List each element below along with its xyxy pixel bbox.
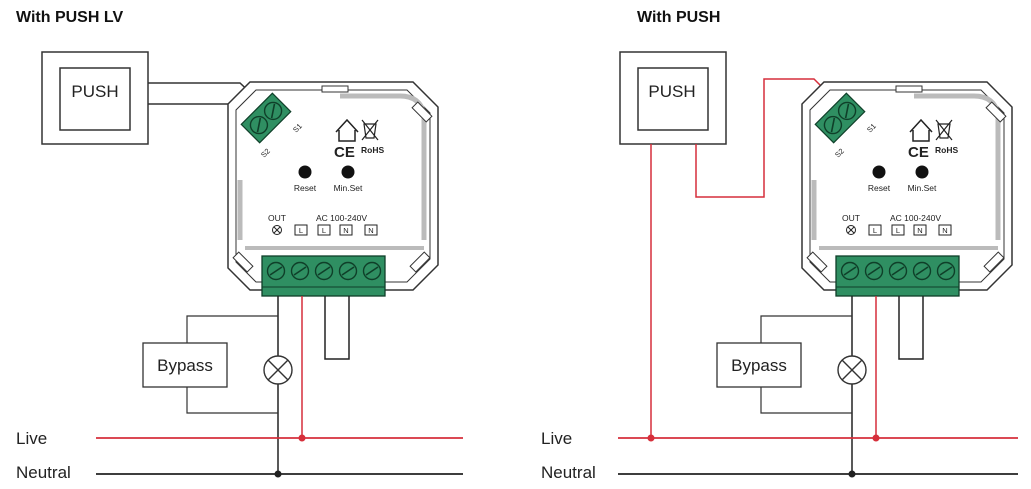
diagram-push-lv: With PUSH LV PUSH bbox=[16, 9, 463, 482]
lamp-symbol bbox=[837, 355, 867, 385]
terminal-label-l1: L bbox=[873, 226, 877, 235]
rohs-label: RoHS bbox=[361, 145, 384, 155]
bypass-box: Bypass bbox=[716, 342, 802, 388]
terminal-label-n1: N bbox=[917, 226, 922, 235]
diagram-push: With PUSH PUSH S1 S2 bbox=[541, 9, 1018, 482]
main-terminal-block bbox=[835, 255, 960, 297]
minset-label: Min.Set bbox=[908, 183, 937, 193]
weee-bin-icon bbox=[935, 119, 953, 141]
weee-bin-icon bbox=[361, 119, 379, 141]
ac-voltage-label: AC 100-240V bbox=[890, 213, 941, 223]
push-label: PUSH bbox=[71, 82, 118, 101]
terminal-label-n2: N bbox=[368, 226, 373, 235]
terminal-label-n1: N bbox=[343, 226, 348, 235]
reset-button[interactable] bbox=[872, 165, 886, 179]
neutral-loop-wire bbox=[324, 296, 350, 360]
push-switch: PUSH bbox=[619, 51, 727, 145]
bypass-label: Bypass bbox=[157, 356, 213, 375]
ac-voltage-label: AC 100-240V bbox=[316, 213, 367, 223]
main-terminal-block bbox=[261, 255, 386, 297]
neutral-label: Neutral bbox=[541, 463, 596, 482]
terminal-label-l2: L bbox=[322, 226, 326, 235]
reset-label: Reset bbox=[868, 183, 891, 193]
bypass-box: Bypass bbox=[142, 342, 228, 388]
indoor-use-icon bbox=[909, 118, 933, 142]
live-label: Live bbox=[541, 429, 572, 448]
s1-s2-terminal bbox=[240, 92, 292, 144]
minset-button[interactable] bbox=[341, 165, 355, 179]
out-lamp-symbol bbox=[846, 225, 856, 235]
minset-button[interactable] bbox=[915, 165, 929, 179]
reset-button[interactable] bbox=[298, 165, 312, 179]
minset-label: Min.Set bbox=[334, 183, 363, 193]
ce-mark: CE bbox=[334, 144, 355, 161]
s1-s2-terminal bbox=[814, 92, 866, 144]
out-lamp-symbol bbox=[272, 225, 282, 235]
terminal-label-n2: N bbox=[942, 226, 947, 235]
dimmer-module: S1 S2 CE RoHS Reset Min.Set OUT AC 100-2… bbox=[227, 81, 439, 297]
out-label: OUT bbox=[268, 213, 286, 223]
diagram-title: With PUSH LV bbox=[16, 9, 123, 26]
push-signal-wire bbox=[695, 78, 834, 198]
ce-mark: CE bbox=[908, 144, 929, 161]
out-label: OUT bbox=[842, 213, 860, 223]
terminal-label-l1: L bbox=[299, 226, 303, 235]
push-label: PUSH bbox=[648, 82, 695, 101]
diagram-title: With PUSH bbox=[637, 9, 720, 26]
neutral-loop-wire bbox=[898, 296, 924, 360]
push-switch: PUSH bbox=[41, 51, 149, 145]
rohs-label: RoHS bbox=[935, 145, 958, 155]
indoor-use-icon bbox=[335, 118, 359, 142]
neutral-label: Neutral bbox=[16, 463, 71, 482]
live-label: Live bbox=[16, 429, 47, 448]
lamp-symbol bbox=[263, 355, 293, 385]
terminal-label-l2: L bbox=[896, 226, 900, 235]
bypass-label: Bypass bbox=[731, 356, 787, 375]
reset-label: Reset bbox=[294, 183, 317, 193]
dimmer-module: S1 S2 CE RoHS Reset Min.Set OUT AC 100-2… bbox=[801, 81, 1013, 297]
